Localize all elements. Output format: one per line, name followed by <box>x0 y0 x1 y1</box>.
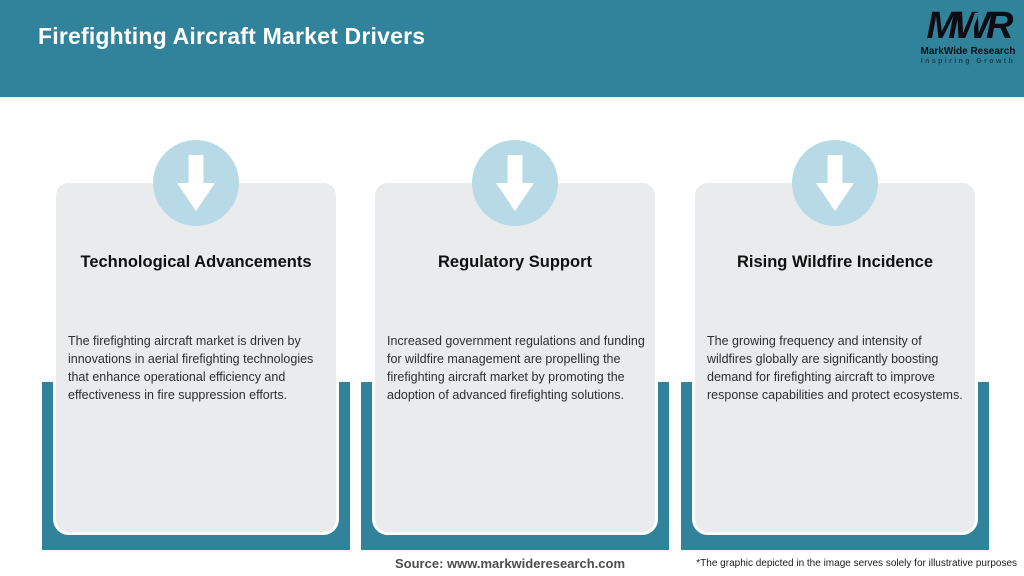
logo-acronym-text: MWR <box>926 5 1014 47</box>
driver-card-rising-wildfire-incidence: Rising Wildfire Incidence The growing fr… <box>681 140 989 552</box>
logo-tagline: Inspiring Growth <box>920 58 1016 65</box>
card-description: Increased government regulations and fun… <box>387 334 645 402</box>
header-bar: Firefighting Aircraft Market Drivers MWR… <box>0 0 1024 97</box>
brand-logo: MWR MarkWide Research Inspiring Growth <box>918 6 1018 66</box>
down-arrow-icon <box>177 154 215 212</box>
card-body-panel: Rising Wildfire Incidence The growing fr… <box>692 180 978 535</box>
logo-company-name: MarkWide Research <box>920 46 1016 57</box>
driver-card-regulatory-support: Regulatory Support Increased government … <box>361 140 669 552</box>
card-description: The firefighting aircraft market is driv… <box>68 334 314 402</box>
card-title: Technological Advancements <box>80 253 312 271</box>
card-body-panel: Technological Advancements The firefight… <box>53 180 339 535</box>
icon-circle <box>153 140 239 226</box>
logo-acronym: MWR <box>926 5 1014 47</box>
card-title: Regulatory Support <box>437 253 592 271</box>
card-description: The growing frequency and intensity of w… <box>707 334 963 402</box>
driver-card-technological-advancements: Technological Advancements The firefight… <box>42 140 350 552</box>
icon-circle <box>792 140 878 226</box>
page-title: Firefighting Aircraft Market Drivers <box>38 23 426 49</box>
down-arrow-icon <box>816 154 854 212</box>
card-title: Rising Wildfire Incidence <box>736 253 934 271</box>
down-arrow-icon <box>496 154 534 212</box>
card-body-panel: Regulatory Support Increased government … <box>372 180 658 535</box>
icon-circle <box>472 140 558 226</box>
source-text: Source: www.markwideresearch.com <box>395 556 626 571</box>
disclaimer-text: *The graphic depicted in the image serve… <box>696 558 1017 569</box>
